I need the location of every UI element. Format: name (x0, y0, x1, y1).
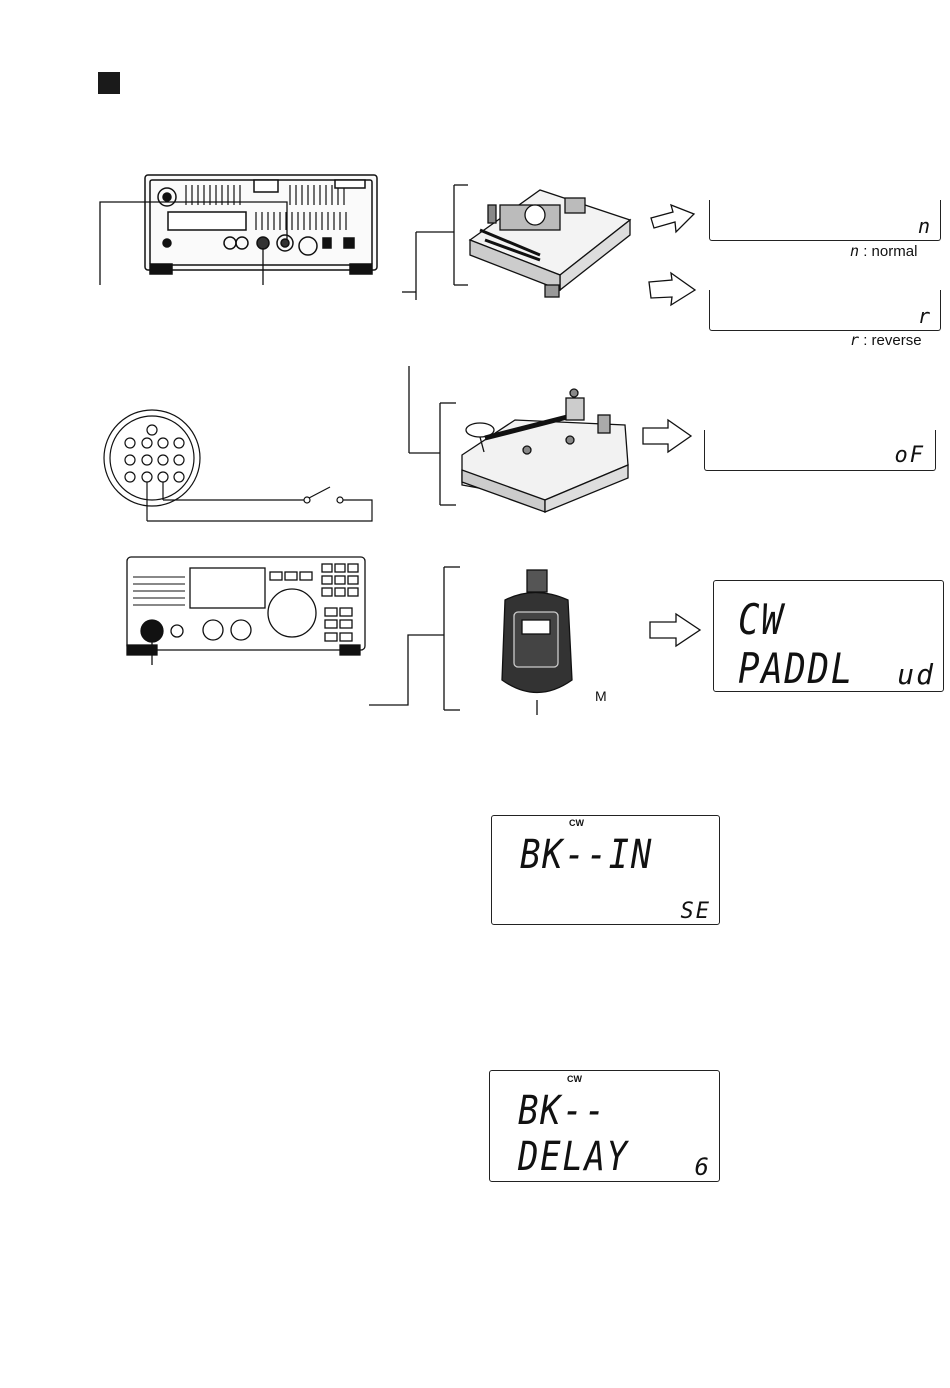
display-paddle-normal: n (709, 200, 941, 241)
display-paddle-reverse: r (709, 290, 941, 331)
normal-text: normal (872, 243, 918, 260)
reverse-text: reverse (872, 332, 922, 349)
arrow-icon (643, 205, 700, 646)
display-straight-key: oF (704, 430, 936, 471)
normal-glyph: n (850, 242, 859, 260)
display-value: oF (895, 443, 926, 468)
transceiver-front-icon (127, 557, 365, 665)
mic-label: M (595, 688, 607, 704)
reverse-glyph: r (850, 331, 859, 349)
display-value: r (918, 304, 932, 328)
display-value: SE (681, 899, 712, 924)
display-bk-delay: CW BK--DELAY 6 (489, 1070, 720, 1182)
display-value: 6 (695, 1153, 711, 1181)
display-value: ud (897, 658, 935, 691)
straight-key-icon (462, 389, 628, 512)
acc-socket-icon (104, 410, 372, 521)
display-indicator: CW (567, 1074, 582, 1084)
display-bk-in: CW BK--IN SE (491, 815, 720, 925)
normal-label: n : normal (850, 242, 917, 260)
display-main: BK--IN (520, 832, 653, 878)
display-value: n (918, 214, 932, 238)
display-main: BK--DELAY (518, 1088, 689, 1180)
display-cw-paddle: CW PADDL ud (713, 580, 944, 692)
display-main: CW PADDL (738, 595, 912, 693)
reverse-label: r : reverse (850, 331, 922, 349)
display-indicator: CW (569, 818, 584, 828)
paddle-key-icon (416, 185, 630, 297)
hand-microphone-icon (502, 570, 572, 715)
transceiver-rear-icon (145, 175, 377, 274)
